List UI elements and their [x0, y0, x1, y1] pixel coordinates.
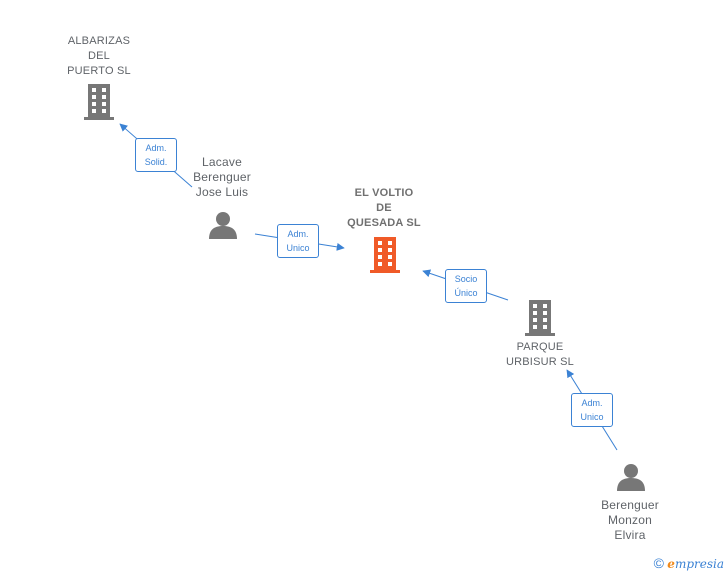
- node-label-parque: PARQUE URBISUR SL: [505, 341, 575, 368]
- node-berenguer[interactable]: Berenguer Monzon Elvira: [580, 463, 680, 545]
- edge-label-lacave-albarizas[interactable]: Adm. Solid.: [135, 138, 177, 172]
- node-parque[interactable]: PARQUE URBISUR SL: [490, 300, 590, 372]
- edge-label-lacave-voltio[interactable]: Adm. Unico: [277, 224, 319, 258]
- person-icon: [617, 464, 645, 491]
- node-label-berenguer: Berenguer Monzon Elvira: [601, 498, 659, 542]
- node-label-lacave: Lacave Berenguer Jose Luis: [193, 155, 251, 199]
- node-voltio[interactable]: EL VOLTIO DE QUESADA SL: [334, 186, 434, 274]
- brand-logo-rest: mpresia: [674, 557, 724, 571]
- copyright-symbol: ©: [653, 555, 664, 571]
- brand-logo-initial: e: [667, 557, 675, 571]
- node-albarizas[interactable]: ALBARIZAS DEL PUERTO SL: [49, 34, 149, 122]
- person-icon: [209, 212, 237, 239]
- copyright-mark: © empresia: [654, 555, 724, 571]
- edge-label-berenguer-parque[interactable]: Adm. Unico: [571, 393, 613, 427]
- building-icon: [84, 84, 114, 120]
- building-icon: [525, 300, 555, 336]
- edge-label-parque-voltio[interactable]: Socio Único: [445, 269, 487, 303]
- building-icon: [370, 237, 400, 273]
- node-lacave[interactable]: Lacave Berenguer Jose Luis: [172, 153, 272, 243]
- node-label-voltio: EL VOLTIO DE QUESADA SL: [347, 187, 421, 229]
- brand-logo[interactable]: empresia: [667, 557, 724, 571]
- node-label-albarizas: ALBARIZAS DEL PUERTO SL: [67, 35, 131, 77]
